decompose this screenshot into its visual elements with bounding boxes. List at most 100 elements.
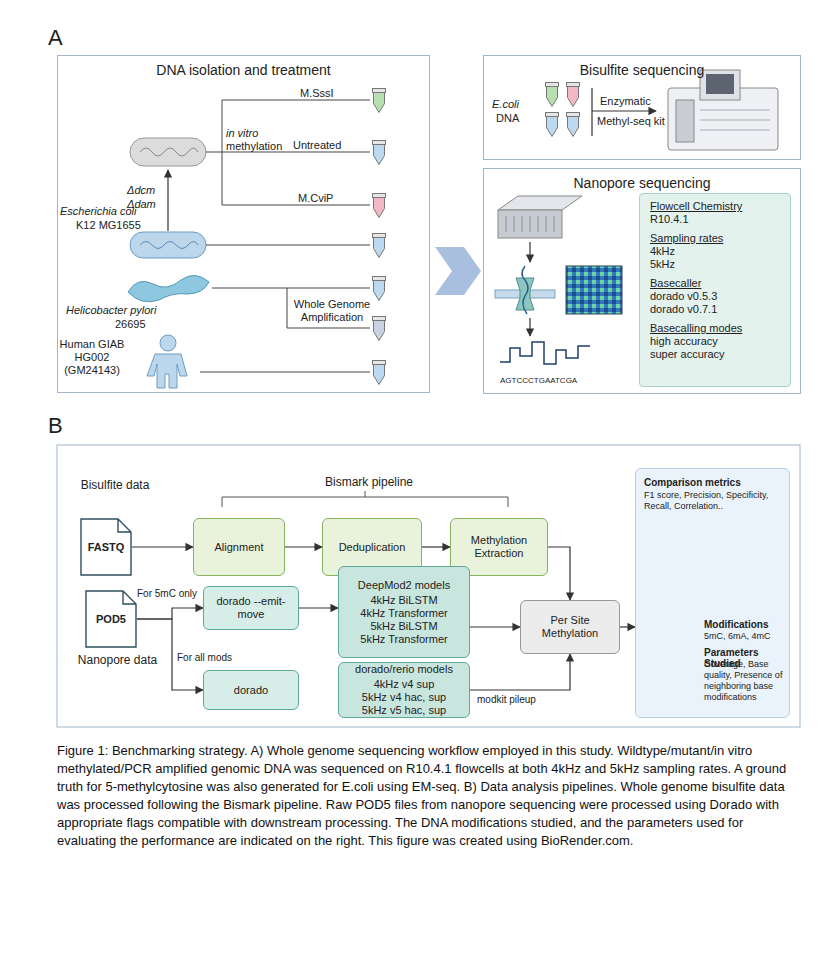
node-text: dorado [234, 684, 268, 697]
illustration-part [200, 372, 370, 373]
human-figure [147, 335, 187, 388]
ecoli-mutant [130, 232, 206, 258]
illustration-part [373, 89, 386, 113]
node-text: DNA isolation and treatment [58, 56, 429, 78]
signal-heatmap [566, 266, 622, 314]
connector [470, 626, 520, 627]
label: Escherichia coli [60, 205, 136, 218]
label: Methyl-seq kit [597, 115, 665, 128]
process-box: Alignment [193, 518, 285, 576]
label: Untreated [293, 139, 341, 152]
illustration-part [373, 361, 386, 385]
label: Whole Genome Amplification [293, 298, 371, 324]
node-text: Nanopore data [70, 653, 165, 667]
result-box: Per Site Methylation [520, 600, 620, 654]
edge-label: For all mods [176, 652, 233, 664]
node-text: Coverage, Base quality, Presence of neig… [704, 659, 789, 703]
node-text: super accuracy [650, 348, 780, 361]
label: methylation [226, 140, 282, 153]
label: Bismark pipeline [325, 476, 413, 489]
model-box: dorado/rerio models4kHz v4 sup5kHz v4 ha… [338, 662, 470, 718]
file-icon: FASTQ Bisulfite data [70, 478, 160, 578]
results-panel: Comparison metricsF1 score, Precision, S… [635, 468, 790, 718]
pore [495, 266, 555, 314]
illustration-part [130, 232, 206, 258]
edge-label: modkit pileup [476, 694, 537, 706]
node-text: dorado --emit-move [209, 595, 293, 621]
illustration-part [130, 138, 206, 166]
illustration-part [567, 83, 580, 107]
illustration-part [373, 141, 386, 165]
label: B [48, 414, 63, 438]
node-text: Comparison metrics [644, 477, 784, 488]
label: Δdcm [127, 184, 155, 197]
label: Helicobacter pylori [66, 304, 156, 317]
label: 26695 [115, 318, 146, 331]
node-text: dorado v0.7.1 [650, 303, 780, 316]
node-text: 4kHz [650, 245, 780, 258]
node-text: high accuracy [650, 335, 780, 348]
illustration-part [546, 113, 559, 137]
node-text: Flowcell Chemistry [650, 200, 780, 213]
illustration-part [700, 70, 740, 100]
node-text: 5kHz Transformer [360, 633, 447, 646]
node-text: Bisulfite data [70, 478, 160, 492]
illustration-part [140, 148, 198, 156]
label: M.CviP [298, 192, 333, 205]
label: M.SssI [300, 87, 334, 100]
label: in vitro [226, 127, 258, 140]
bisulfite-tubes [546, 83, 580, 137]
illustration-part [373, 234, 386, 258]
ecoli-wildtype [130, 138, 206, 166]
kit-arrow [592, 88, 656, 136]
label: K12 MG1655 [76, 219, 141, 232]
flowcell-device [498, 196, 582, 238]
illustration-part [498, 196, 582, 210]
illustration-part [706, 74, 734, 94]
connector [548, 547, 570, 600]
bismark-bracket [222, 491, 508, 507]
flow-arrow [529, 242, 530, 262]
node-text: dorado/rerio models [355, 663, 453, 676]
node-text: 4kHz Transformer [360, 607, 447, 620]
panel-b-frame [57, 445, 800, 727]
settings-box: Flowcell ChemistryR10.4.1Sampling rates4… [639, 193, 791, 387]
node-text: FASTQ [88, 541, 125, 553]
process-box: dorado --emit-move [203, 586, 299, 630]
illustration-part [206, 245, 370, 246]
helicobacter-cell [128, 275, 209, 301]
node-text: R10.4.1 [650, 213, 780, 226]
connector [285, 546, 322, 547]
illustration-part [212, 288, 370, 328]
illustration-part [516, 278, 534, 310]
connector [137, 608, 203, 619]
node-text: Deduplication [339, 541, 406, 554]
connector [620, 626, 635, 627]
node-text: Modifications [704, 619, 789, 630]
label: Human GIAB HG002 (GM24143) [56, 338, 128, 377]
node-text: Basecalling modes [650, 322, 780, 335]
illustration-part [700, 110, 770, 130]
figure-caption: Figure 1: Benchmarking strategy. A) Whol… [57, 742, 802, 850]
illustration-part [373, 277, 386, 301]
label: A [48, 26, 63, 50]
node-text: 5kHz v4 hac, sup [362, 691, 446, 704]
connector [132, 546, 193, 547]
illustration-part [546, 83, 559, 107]
node-text: 5kHz BiLSTM [370, 620, 437, 633]
node-text: dorado v0.5.3 [650, 290, 780, 303]
mutation-arrow [167, 170, 168, 231]
document-outline [81, 519, 131, 575]
file-icon: POD5Nanopore data [70, 590, 165, 678]
panel-frame: Nanopore sequencingFlowcell ChemistryR10… [483, 168, 801, 394]
label: E.coli [492, 98, 519, 111]
node-text: Bisulfite sequencing [484, 56, 800, 78]
document-outline [86, 591, 136, 647]
model-box: DeepMod2 models4kHz BiLSTM4kHz Transform… [338, 566, 470, 658]
illustration-part [567, 113, 580, 137]
illustration-part [206, 100, 370, 205]
flow-chevron [435, 247, 481, 295]
node-text: Basecaller [650, 277, 780, 290]
node-text: DeepMod2 models [358, 579, 450, 592]
node-text: Sampling rates [650, 232, 780, 245]
